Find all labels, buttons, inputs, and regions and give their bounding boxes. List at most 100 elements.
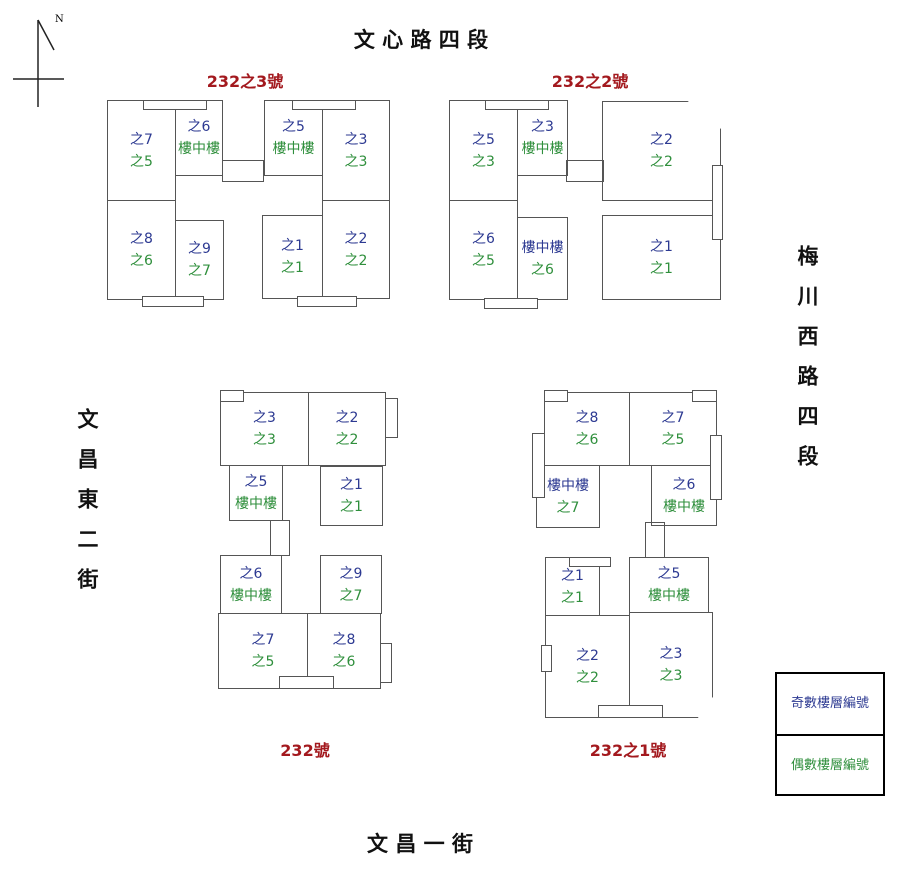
odd-floor-label: 之9 xyxy=(188,241,211,257)
odd-floor-label: 樓中樓 xyxy=(521,239,564,256)
window xyxy=(279,676,334,689)
even-floor-label: 樓中樓 xyxy=(272,141,315,157)
even-floor-label: 樓中樓 xyxy=(663,498,705,515)
even-floor-label: 之2 xyxy=(344,252,368,269)
legend: 奇數樓層編號 偶數樓層編號 xyxy=(775,672,885,796)
odd-floor-label: 之3 xyxy=(531,119,554,135)
stairwell xyxy=(566,160,604,182)
even-floor-label: 之3 xyxy=(344,153,368,170)
even-floor-label: 之5 xyxy=(472,253,495,269)
north-arrow-icon xyxy=(13,19,64,107)
building-title: 232之3號 xyxy=(206,72,284,91)
window xyxy=(598,705,663,718)
odd-floor-label: 之8 xyxy=(575,410,599,426)
odd-floor-label: 之5 xyxy=(657,566,681,582)
even-floor-label: 之6 xyxy=(531,261,554,278)
north-label: N xyxy=(55,14,64,25)
legend-even: 偶數樓層編號 xyxy=(790,758,869,773)
even-floor-label: 之3 xyxy=(659,668,683,684)
window xyxy=(710,435,722,500)
odd-floor-label: 之8 xyxy=(130,231,153,247)
unit[interactable]: 之5 樓中樓 xyxy=(264,100,323,176)
odd-floor-label: 之2 xyxy=(650,132,673,148)
odd-floor-label: 之5 xyxy=(244,474,268,490)
odd-floor-label: 之1 xyxy=(281,238,304,254)
even-floor-label: 之1 xyxy=(650,260,673,277)
odd-floor-label: 之3 xyxy=(659,646,683,662)
unit[interactable]: 樓中樓之6 xyxy=(517,217,568,300)
odd-floor-label: 之3 xyxy=(253,410,276,426)
window xyxy=(532,433,545,498)
even-floor-label: 之1 xyxy=(281,260,304,276)
road-top: 文 心 路 四 段 xyxy=(353,28,489,52)
even-floor-label: 之2 xyxy=(650,154,673,170)
even-floor-label: 之6 xyxy=(130,253,153,269)
window xyxy=(484,298,538,309)
window xyxy=(692,390,717,402)
unit[interactable]: 樓中樓之7 xyxy=(536,465,600,528)
window xyxy=(569,557,611,567)
even-floor-label: 之5 xyxy=(251,654,275,670)
stairwell xyxy=(222,160,264,182)
odd-floor-label: 之6 xyxy=(472,231,495,247)
window xyxy=(485,100,549,110)
window xyxy=(220,390,244,402)
even-floor-label: 之7 xyxy=(556,499,580,516)
even-floor-label: 樓中樓 xyxy=(230,587,272,604)
window xyxy=(385,398,398,438)
building-title: 232之2號 xyxy=(551,72,629,91)
road-left: 文昌東二街 xyxy=(75,408,99,608)
odd-floor-label: 之1 xyxy=(340,477,363,493)
window xyxy=(541,645,552,672)
even-floor-label: 之2 xyxy=(335,432,359,448)
odd-floor-label: 之3 xyxy=(344,131,368,148)
stairwell xyxy=(270,520,290,556)
road-right: 梅川西路四段 xyxy=(795,245,819,485)
even-floor-label: 之3 xyxy=(253,432,276,448)
window xyxy=(380,643,392,683)
odd-floor-label: 之2 xyxy=(576,647,599,664)
odd-floor-label: 之7 xyxy=(130,131,153,148)
even-floor-label: 之7 xyxy=(339,587,363,604)
odd-floor-label: 之2 xyxy=(335,410,359,426)
road-bottom: 文 昌 一 街 xyxy=(367,832,473,856)
odd-floor-label: 之6 xyxy=(187,119,211,135)
even-floor-label: 之7 xyxy=(188,263,211,279)
even-floor-label: 樓中樓 xyxy=(178,141,220,157)
odd-floor-label: 之5 xyxy=(282,119,305,135)
odd-floor-label: 之1 xyxy=(561,567,584,584)
unit[interactable]: 之6 樓中樓 xyxy=(175,100,223,176)
even-floor-label: 之6 xyxy=(575,432,599,448)
odd-floor-label: 之7 xyxy=(251,632,275,648)
odd-floor-label: 之9 xyxy=(339,565,363,582)
even-floor-label: 之1 xyxy=(340,499,363,515)
even-floor-label: 之1 xyxy=(561,589,584,606)
odd-floor-label: 之8 xyxy=(332,632,356,648)
